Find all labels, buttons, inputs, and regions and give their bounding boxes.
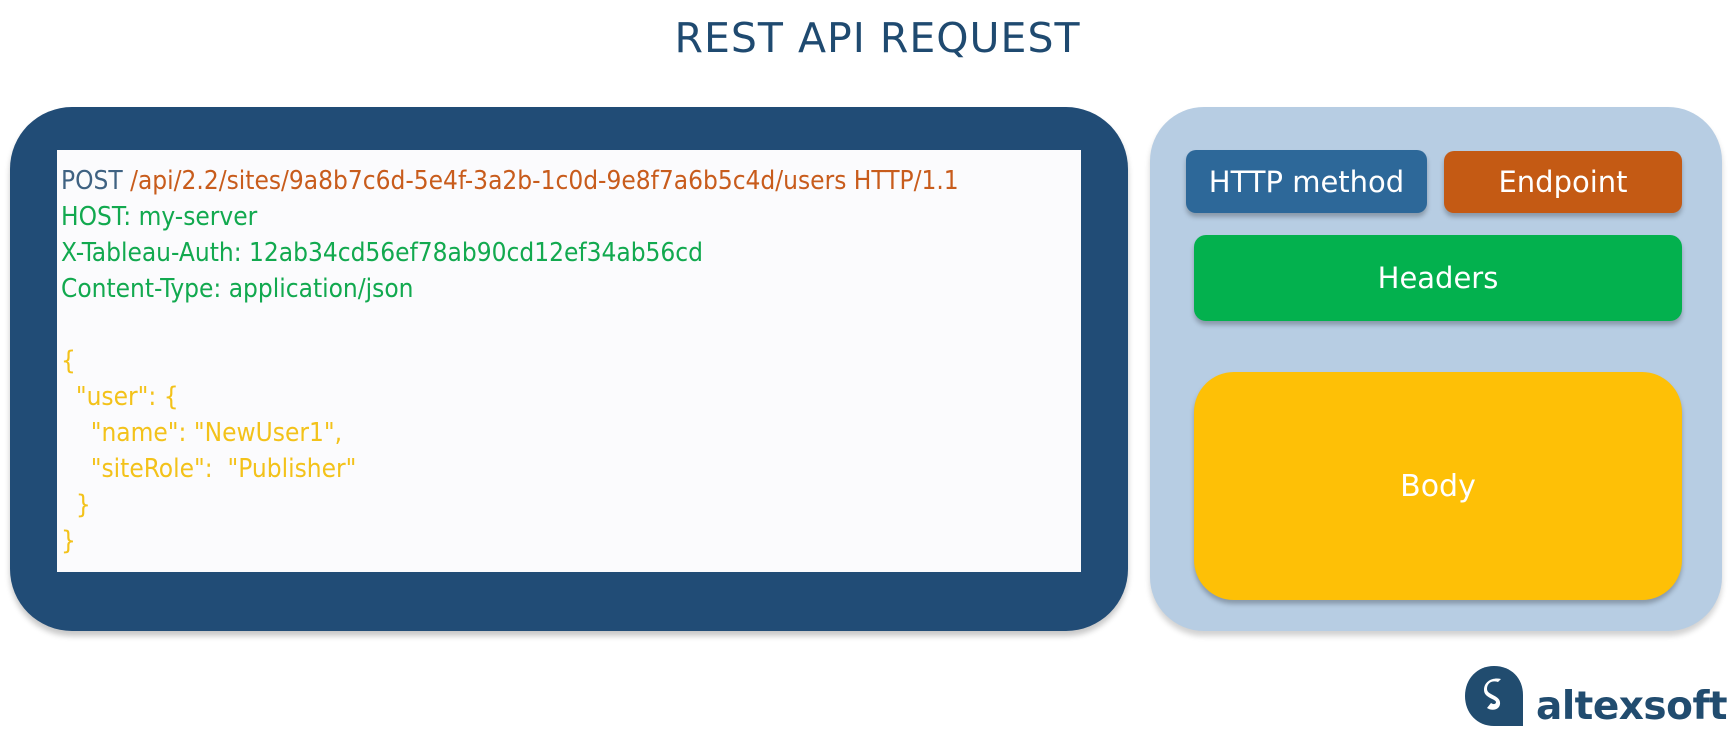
- body-line: }: [61, 526, 76, 556]
- request-line: POST /api/2.2/sites/9a8b7c6d-5e4f-3a2b-1…: [61, 163, 959, 199]
- body-line: {: [61, 346, 76, 376]
- header-line: HOST: my-server: [61, 202, 258, 232]
- header-line: X-Tableau-Auth: 12ab34cd56ef78ab90cd12ef…: [61, 238, 704, 268]
- body-line: "user": {: [61, 382, 179, 412]
- diagram-title: REST API REQUEST: [674, 14, 1081, 62]
- legend-http-method: HTTP method: [1186, 150, 1427, 213]
- body-line: "name": "NewUser1",: [61, 418, 343, 448]
- legend-endpoint: Endpoint: [1444, 151, 1682, 213]
- header-line: Content-Type: application/json: [61, 274, 414, 304]
- legend-body: Body: [1194, 372, 1682, 600]
- http-method-text: POST: [61, 166, 123, 196]
- altexsoft-logo-icon: [1465, 666, 1523, 726]
- endpoint-text: /api/2.2/sites/9a8b7c6d-5e4f-3a2b-1c0d-9…: [122, 166, 959, 196]
- legend-headers: Headers: [1194, 235, 1682, 321]
- request-code-panel: POST /api/2.2/sites/9a8b7c6d-5e4f-3a2b-1…: [57, 150, 1081, 572]
- body-line: }: [61, 490, 91, 520]
- altexsoft-logo-text: altexsoft: [1536, 684, 1728, 729]
- body-line: "siteRole": "Publisher": [61, 454, 357, 484]
